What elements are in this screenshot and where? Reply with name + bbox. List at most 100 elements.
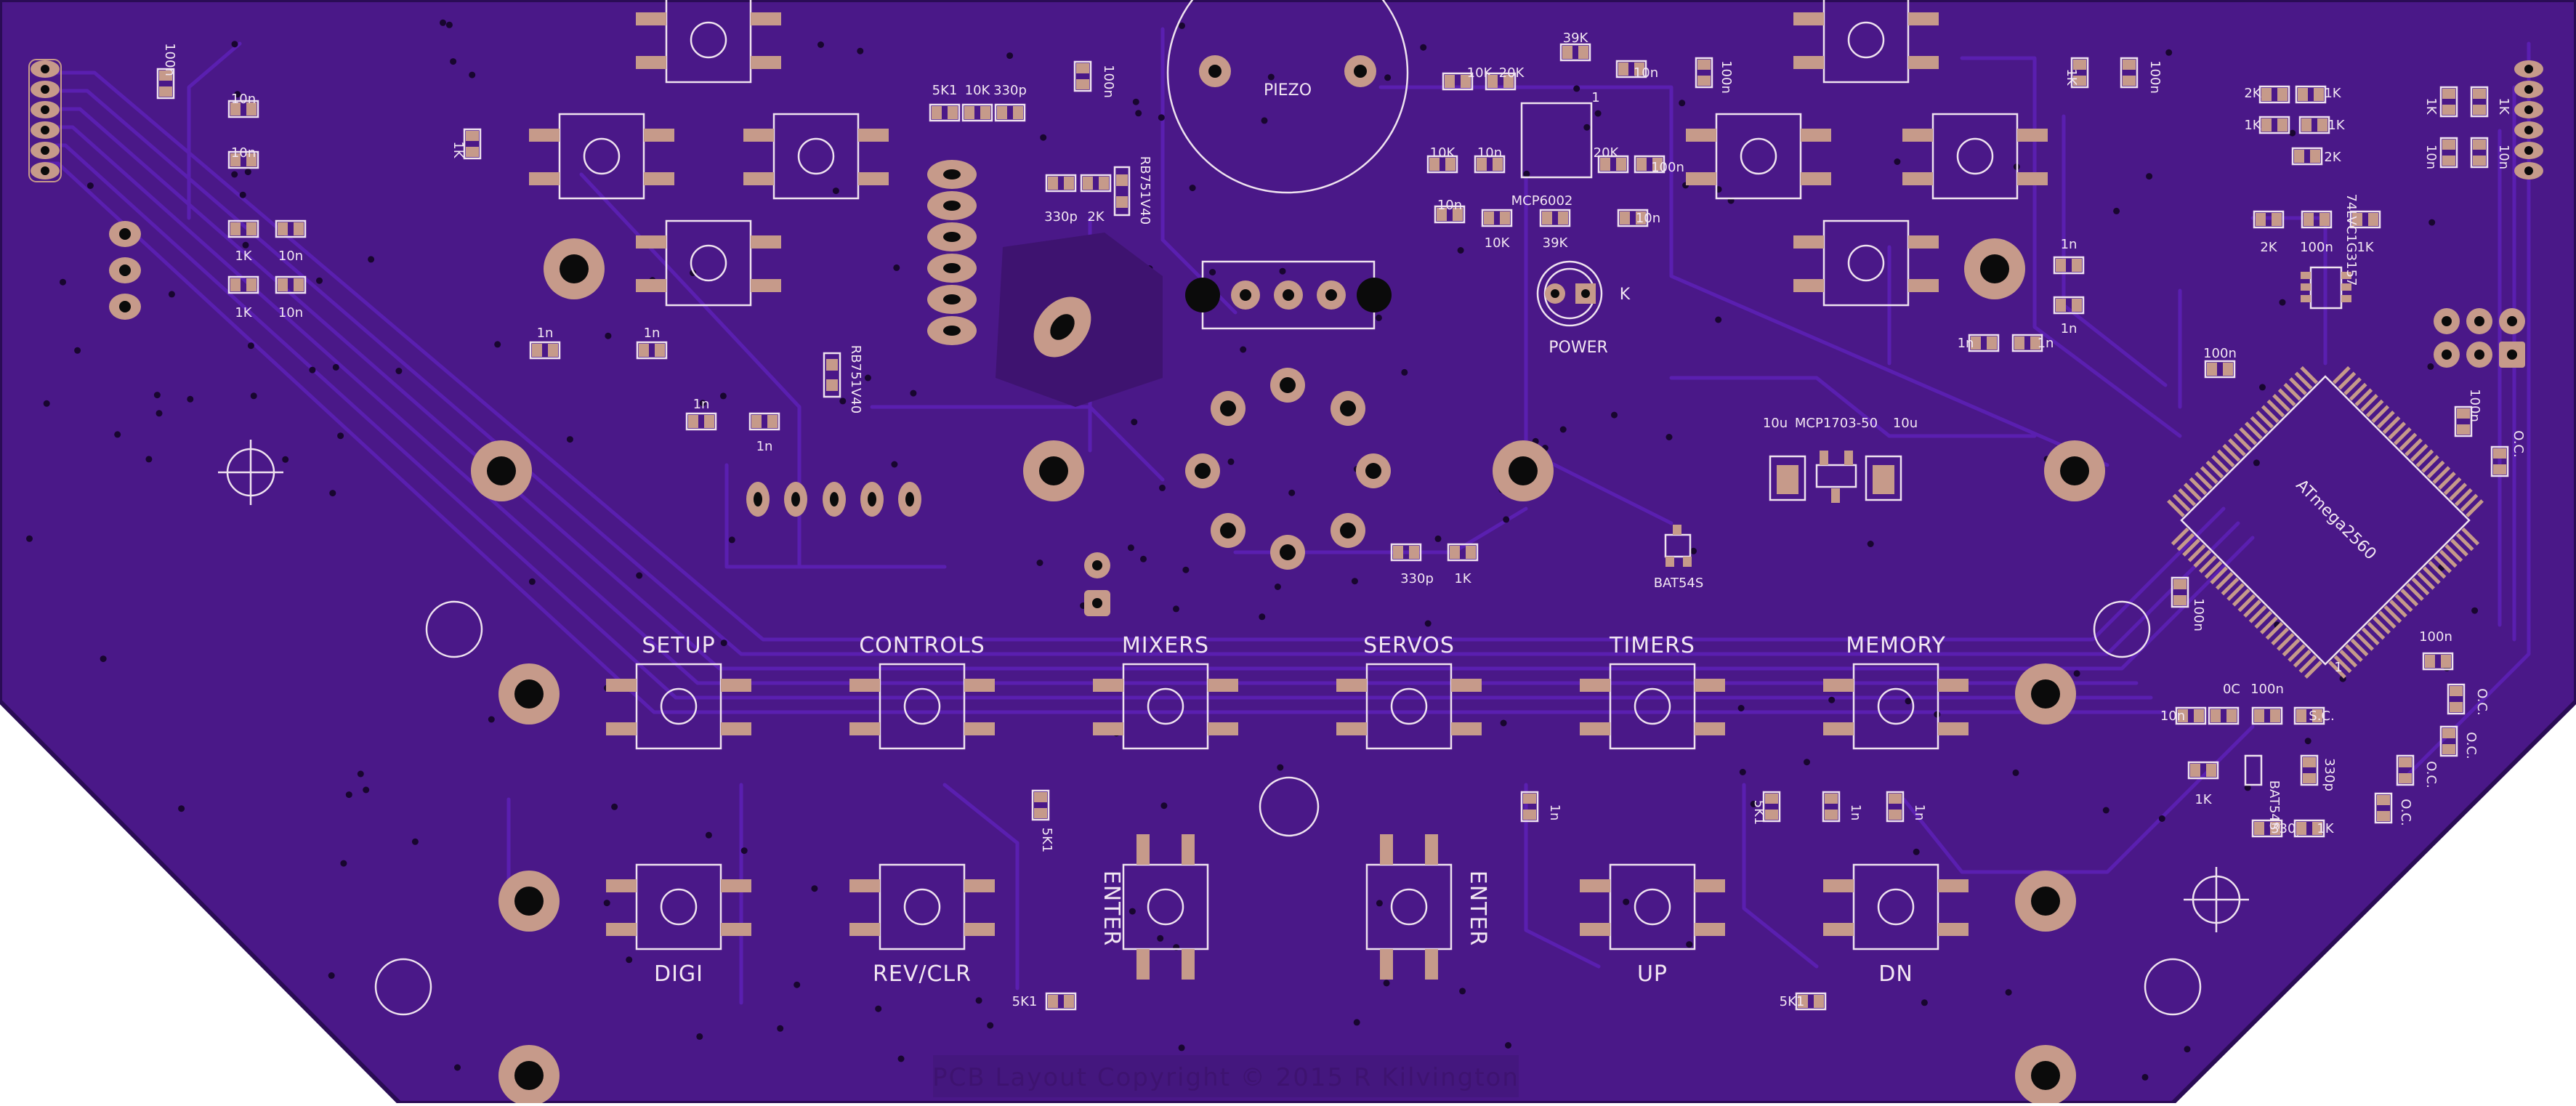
smd-passive: 39K: [1539, 209, 1571, 251]
passive-value: O.C.: [2398, 799, 2413, 826]
smd-passive: 1n: [529, 326, 561, 360]
label-memory: MEMORY: [1846, 633, 1946, 658]
smd-passive: 10n: [1434, 198, 1466, 224]
smd-passive: 100n: [2203, 346, 2237, 379]
label-controls: CONTROLS: [859, 633, 985, 658]
label-dn: DN: [1878, 961, 1913, 987]
antenna-pad: [1033, 296, 1091, 358]
passive-value: S.C.: [2309, 709, 2334, 724]
passive-value: 1n: [693, 397, 710, 412]
passive-value: 100n: [2250, 682, 2284, 697]
servo-connector: [1185, 260, 1392, 330]
button-labels: SETUP CONTROLS MIXERS SERVOS TIMERS MEMO…: [642, 633, 1945, 987]
fiducials: [218, 440, 2249, 1016]
vias: [26, 19, 2479, 1081]
passive-value: 100n: [1719, 60, 1734, 94]
cap-10u-left: 10u: [1763, 416, 1788, 431]
smd-passive: 100n: [1634, 155, 1684, 175]
smd-passive: 1n: [1822, 791, 1863, 823]
smd-passive: 1n: [2011, 334, 2054, 352]
label-digi: DIGI: [654, 961, 703, 987]
passive-value: 39K: [1563, 31, 1589, 46]
passive-value: 1n: [2038, 336, 2054, 351]
smd-passive: O.C.: [2490, 430, 2526, 477]
smd-passive: 330p: [993, 83, 1027, 122]
smd-passive: 10n: [2160, 706, 2207, 725]
passive-value: 330p: [2271, 821, 2304, 836]
passive-value: 20K: [1594, 145, 1620, 161]
passive-value: 2K: [1087, 209, 1105, 225]
smd-passive: 0C: [2208, 682, 2240, 725]
smd-passive: 20K: [1594, 145, 1629, 174]
passive-value: 1n: [537, 326, 554, 341]
smd-passive: 100n: [1695, 57, 1734, 94]
passive-value: 1K: [2324, 86, 2341, 101]
smd-parts: 100n 10n 10n 1K 10n 1K 10n 1K 1n 1n 1n 1n 5K1 10K 330p…: [156, 31, 2526, 1011]
passive-value: 1K: [2064, 68, 2079, 86]
passive-value: O.C.: [2463, 732, 2479, 759]
smd-passive: 100n: [156, 43, 177, 100]
passive-value: 2K: [2244, 86, 2261, 101]
passive-value: 1K: [2357, 240, 2374, 255]
passive-value: 1n: [2061, 321, 2078, 336]
passive-value: 1K: [1454, 571, 1471, 586]
smd-passive: 1n: [1958, 334, 2000, 352]
passive-value: 1n: [644, 326, 661, 341]
smd-passive: 10n: [1615, 60, 1658, 81]
mcp6002-pin1: 1: [1591, 90, 1599, 105]
smd-passive: 100n: [2419, 629, 2454, 671]
label-up: UP: [1637, 961, 1668, 987]
piezo-label: PIEZO: [1264, 81, 1312, 100]
piezo-buzzer: PIEZO: [1166, 0, 1409, 194]
left-header: [28, 59, 62, 182]
tactile-switch: [1902, 113, 2048, 200]
passive-value: 330p: [1044, 209, 1078, 225]
smd-passive: 100n: [2171, 576, 2206, 631]
smd-passive: 10K: [1481, 209, 1513, 251]
passive-value: 10n: [2496, 145, 2511, 169]
smd-passive: 1K: [2298, 116, 2346, 134]
label-setup: SETUP: [642, 633, 715, 658]
copyright-block: PCB Layout Copyright © 2015 R Kilvington: [932, 1055, 1519, 1097]
smd-passive: 2K: [2253, 210, 2285, 255]
passive-value: 10n: [2423, 145, 2439, 169]
passive-value: 100n: [2300, 240, 2333, 255]
smd-passive: 1K: [227, 219, 259, 264]
tactile-switch-enter: [1365, 834, 1453, 980]
smd-passive: 1n: [2053, 296, 2085, 336]
tactile-switch: [1580, 663, 1725, 750]
passive-value: 100n: [2203, 346, 2237, 361]
smd-passive: 1K: [227, 275, 259, 320]
two-pin-header: [1084, 552, 1110, 616]
passive-value: 1n: [1848, 804, 1863, 821]
din-socket: [1185, 368, 1391, 570]
label-timers: TIMERS: [1609, 633, 1695, 658]
mcp6002-chip: MCP6002 1: [1511, 90, 1600, 209]
smd-passive: 1n: [636, 326, 668, 360]
smd-passive: 330p: [2251, 819, 2304, 838]
vertical-header: [927, 160, 977, 345]
passive-value: 10n: [1437, 198, 1462, 213]
tactile-switch: [1823, 663, 1969, 750]
passive-value: 10K: [1430, 145, 1456, 161]
passive-value: 39K: [1543, 235, 1569, 251]
passive-value: 1K: [451, 141, 466, 158]
passive-value: 5K1: [1039, 828, 1054, 853]
rb751-a-label: RB751V40: [1137, 156, 1152, 225]
power-led: POWER K: [1536, 260, 1631, 357]
smd-passive: 1K: [1447, 543, 1479, 586]
passive-value: 10n: [1477, 145, 1502, 161]
passive-value: 100n: [2467, 389, 2482, 422]
passive-value: 1K: [2317, 821, 2334, 836]
tactile-switch: [743, 113, 889, 200]
rb751-b-label: RB751V40: [848, 345, 863, 413]
horizontal-header: [746, 482, 921, 517]
passive-value: 100n: [2191, 598, 2206, 631]
smd-passive: 10K: [1426, 145, 1458, 174]
tactile-switches: [529, 0, 2048, 980]
passive-value: 10n: [1634, 65, 1658, 81]
passive-value: 100n: [2419, 629, 2452, 645]
smd-passive: 1K: [2349, 210, 2381, 255]
smd-passive: 2K: [1080, 174, 1112, 225]
